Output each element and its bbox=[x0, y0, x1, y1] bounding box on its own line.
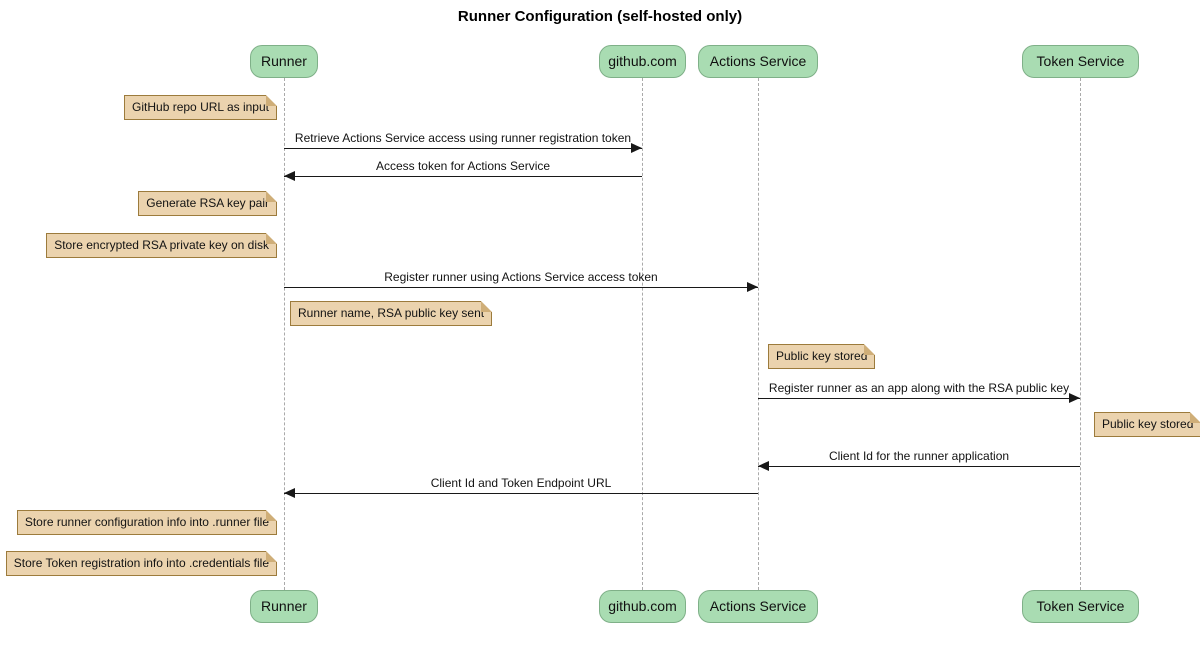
message-arrow-left-icon bbox=[284, 488, 758, 498]
message-register-runner-as-app: Register runner as an app along with the… bbox=[758, 381, 1080, 403]
participant-actions-service-top: Actions Service bbox=[698, 45, 818, 78]
message-arrow-left-icon bbox=[758, 461, 1080, 471]
message-client-id-and-token-endpoint-url: Client Id and Token Endpoint URL bbox=[284, 476, 758, 498]
message-label: Client Id for the runner application bbox=[828, 449, 1010, 463]
message-label: Register runner using Actions Service ac… bbox=[384, 270, 658, 284]
note-public-key-stored-actions: Public key stored bbox=[768, 344, 876, 369]
diagram-title: Runner Configuration (self-hosted only) bbox=[457, 8, 743, 25]
lifeline-token-service bbox=[1080, 78, 1081, 590]
message-label: Retrieve Actions Service access using ru… bbox=[294, 131, 632, 145]
message-label: Register runner as an app along with the… bbox=[768, 381, 1070, 395]
lifeline-actions-service bbox=[758, 78, 759, 590]
message-register-runner: Register runner using Actions Service ac… bbox=[284, 270, 758, 292]
participant-token-service-top: Token Service bbox=[1022, 45, 1139, 78]
note-runner-name-rsa-public-key-sent: Runner name, RSA public key sent bbox=[290, 301, 493, 326]
participant-runner-top: Runner bbox=[250, 45, 318, 78]
message-label: Access token for Actions Service bbox=[375, 159, 551, 173]
message-arrow-right-icon bbox=[284, 143, 642, 153]
note-store-token-registration: Store Token registration info into .cred… bbox=[5, 551, 278, 576]
message-access-token-for-actions-service: Access token for Actions Service bbox=[284, 159, 642, 181]
lifeline-runner bbox=[284, 78, 285, 590]
note-generate-rsa-key-pair: Generate RSA key pair bbox=[138, 191, 277, 216]
message-retrieve-actions-service-access: Retrieve Actions Service access using ru… bbox=[284, 131, 642, 153]
note-github-repo-url-as-input: GitHub repo URL as input bbox=[124, 95, 277, 120]
participant-github-com-top: github.com bbox=[599, 45, 686, 78]
message-client-id-for-runner-application: Client Id for the runner application bbox=[758, 449, 1080, 471]
note-public-key-stored-token: Public key stored bbox=[1094, 412, 1200, 437]
lifeline-github-com bbox=[642, 78, 643, 590]
participant-runner-bottom: Runner bbox=[250, 590, 318, 623]
participant-token-service-bottom: Token Service bbox=[1022, 590, 1139, 623]
note-store-runner-configuration: Store runner configuration info into .ru… bbox=[16, 510, 278, 535]
message-arrow-right-icon bbox=[758, 393, 1080, 403]
message-label: Client Id and Token Endpoint URL bbox=[430, 476, 612, 490]
participant-actions-service-bottom: Actions Service bbox=[698, 590, 818, 623]
note-store-encrypted-rsa-private-key: Store encrypted RSA private key on disk bbox=[46, 233, 277, 258]
message-arrow-left-icon bbox=[284, 171, 642, 181]
participant-github-com-bottom: github.com bbox=[599, 590, 686, 623]
message-arrow-right-icon bbox=[284, 282, 758, 292]
